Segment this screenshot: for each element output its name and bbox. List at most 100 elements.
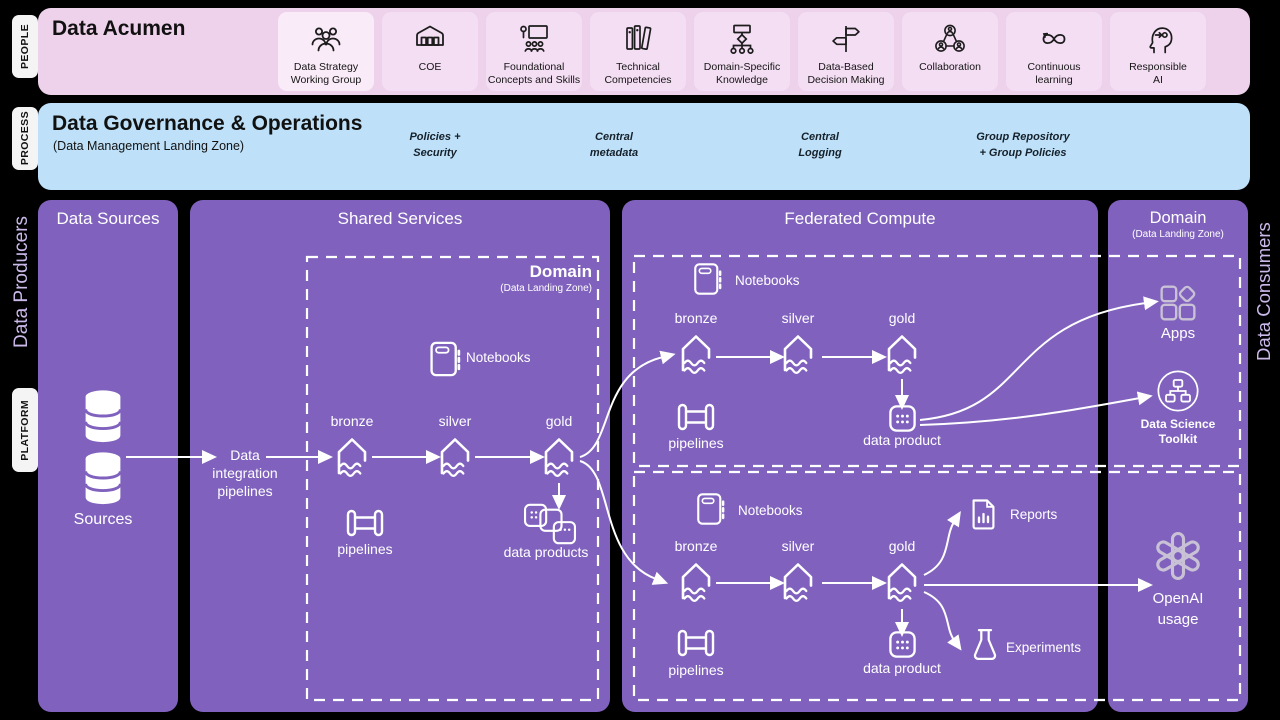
process-panel: Data Governance & Operations (Data Manag… (38, 103, 1250, 190)
process-label-policies: Policies + Security (409, 131, 461, 159)
people-item-label: Data Strategy Working Group (290, 61, 362, 86)
tab-people-label: PEOPLE (19, 24, 31, 69)
people-item-domain-knowledge: Domain-Specific Knowledge (694, 12, 790, 91)
reports-icon (968, 496, 999, 532)
people-item-coe: COE (382, 12, 478, 91)
shared-services-title: Shared Services (337, 209, 463, 228)
people-item-data-strategy-working-group: Data Strategy Working Group (278, 12, 374, 91)
fedbot-silver-label: silver (781, 538, 815, 554)
domain-column-title: Domain (1149, 209, 1207, 227)
reports-label: Reports (1010, 507, 1058, 522)
data-consumers-label: Data Consumers (1253, 222, 1274, 362)
fedtop-notebooks-label: Notebooks (735, 273, 800, 288)
notebook-icon (428, 340, 462, 378)
shared-data-products-label: data products (503, 544, 589, 560)
people-item-decision-making: Data-Based Decision Making (798, 12, 894, 91)
openai-icon (1152, 530, 1204, 582)
experiments-label: Experiments (1006, 640, 1082, 655)
people-title: Data Acumen (52, 17, 186, 40)
lakehouse-icon (678, 332, 714, 376)
database-icon (81, 388, 125, 444)
lakehouse-icon (437, 435, 473, 479)
head-ai-icon (1140, 21, 1176, 57)
pipeline-icon (676, 402, 716, 432)
lakehouse-icon (334, 435, 370, 479)
people-cards: Data Strategy Working Group COE Foundati… (278, 12, 1206, 91)
shared-gold-label: gold (545, 413, 573, 429)
books-icon (620, 21, 656, 57)
people-item-label: Responsible AI (1129, 61, 1187, 86)
openai-usage-label: OpenAI usage (1152, 590, 1204, 628)
lakehouse-icon (780, 560, 816, 604)
data-science-toolkit-icon (1155, 368, 1201, 414)
data-products-icon (522, 501, 578, 549)
presentation-icon (516, 21, 552, 57)
fedtop-silver-label: silver (781, 310, 815, 326)
notebook-icon (695, 491, 726, 527)
people-item-foundational: Foundational Concepts and Skills (486, 12, 582, 91)
lakehouse-icon (678, 560, 714, 604)
fedbot-pipelines-label: pipelines (668, 662, 724, 678)
shared-bronze-label: bronze (330, 413, 374, 429)
lakehouse-icon (780, 332, 816, 376)
data-sources-title: Data Sources (56, 209, 160, 228)
federated-compute-title: Federated Compute (784, 209, 936, 228)
tab-people: PEOPLE (12, 15, 38, 78)
shared-pipelines-label: pipelines (337, 541, 393, 557)
tab-process: PROCESS (12, 107, 38, 170)
data-science-toolkit-label: Data Science Toolkit (1140, 417, 1216, 446)
fedbot-notebooks-label: Notebooks (738, 503, 803, 518)
process-label-metadata: Central metadata (589, 131, 639, 159)
lakehouse-icon (541, 435, 577, 479)
data-product-icon (887, 403, 918, 434)
experiments-flask-icon (971, 626, 999, 663)
hierarchy-icon (724, 21, 760, 57)
process-subtitle: (Data Management Landing Zone) (53, 139, 245, 153)
people-item-label: Continuous learning (1027, 61, 1081, 86)
shared-notebooks-label: Notebooks (466, 350, 531, 365)
fedbot-data-product-label: data product (863, 660, 941, 676)
fedbot-bronze-label: bronze (674, 538, 718, 554)
people-item-label: Foundational Concepts and Skills (487, 61, 581, 86)
tab-platform: PLATFORM (12, 388, 38, 472)
sources-label: Sources (73, 511, 133, 528)
collaboration-icon (932, 21, 968, 57)
people-item-collaboration: Collaboration (902, 12, 998, 91)
fedtop-bronze-label: bronze (674, 310, 718, 326)
process-title: Data Governance & Operations (52, 112, 363, 135)
people-panel: Data Acumen Data Strategy Working Group … (38, 8, 1250, 95)
fedtop-pipelines-label: pipelines (668, 435, 724, 451)
fedbot-gold-label: gold (888, 538, 916, 554)
shared-domain-title: Domain (529, 262, 592, 281)
people-item-label: Technical Competencies (604, 61, 672, 86)
apps-label: Apps (1160, 325, 1196, 342)
building-icon (412, 21, 448, 57)
lakehouse-icon (884, 332, 920, 376)
domain-column-subtitle: (Data Landing Zone) (1132, 229, 1224, 240)
people-item-responsible-ai: Responsible AI (1110, 12, 1206, 91)
tab-process-label: PROCESS (19, 111, 31, 166)
pipeline-icon (345, 508, 385, 538)
data-integration-pipelines-label: Data integration pipelines (212, 447, 278, 499)
people-item-label: Collaboration (919, 61, 981, 73)
process-label-logging: Central Logging (798, 131, 842, 159)
data-product-icon (887, 629, 918, 660)
pipeline-icon (676, 628, 716, 658)
shared-domain-subtitle: (Data Landing Zone) (500, 283, 592, 294)
people-item-continuous-learning: Continuous learning (1006, 12, 1102, 91)
people-item-label: Domain-Specific Knowledge (703, 61, 781, 86)
shared-silver-label: silver (438, 413, 472, 429)
people-item-label: Data-Based Decision Making (807, 61, 885, 86)
fedtop-gold-label: gold (888, 310, 916, 326)
lakehouse-icon (884, 560, 920, 604)
tab-platform-label: PLATFORM (19, 399, 31, 461)
infinity-icon (1036, 21, 1072, 57)
people-group-icon (308, 21, 344, 57)
domain-column: Domain (Data Landing Zone) (1108, 200, 1248, 712)
people-item-label: COE (418, 61, 442, 73)
data-producers-label: Data Producers (11, 216, 32, 349)
people-item-technical: Technical Competencies (590, 12, 686, 91)
database-icon (81, 450, 125, 506)
fedtop-data-product-label: data product (863, 432, 941, 448)
